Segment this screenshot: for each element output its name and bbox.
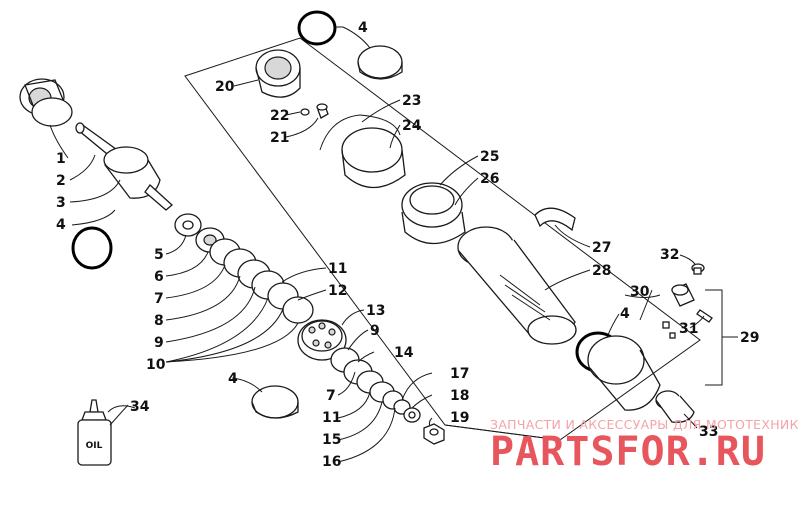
part-31-spring-pin: [696, 309, 713, 323]
watermark-caption: ЗАПЧАСТИ И АКСЕССУАРЫ ДЛЯ МОТОТЕХНИКИ: [490, 417, 800, 432]
callout-18: 18: [450, 388, 469, 404]
part-22-o-ring-small: [300, 108, 310, 116]
callout-14: 14: [394, 345, 414, 361]
callout-4-right: 4: [620, 306, 630, 322]
part-small-seal: [662, 321, 670, 329]
callout-20: 20: [215, 79, 235, 95]
part-23-ring: [319, 114, 401, 151]
callout-4-top: 4: [358, 20, 368, 36]
part-13-piston: [297, 319, 347, 361]
oil-label: OIL: [86, 441, 103, 451]
callout-labels: 1 2 3 4 5 6 7 8 9 10 11 12 13 9 14 7 11 …: [56, 20, 759, 470]
part-4-seal-lower: [251, 385, 299, 419]
part-19-nut: [423, 423, 445, 445]
callout-29: 29: [740, 330, 759, 346]
part-3-shaft-eye-body: [103, 146, 173, 211]
part-26-lock-ring: [401, 211, 466, 245]
part-4-ring-top: [357, 45, 403, 80]
part-21-valve-core: [316, 103, 329, 119]
callout-21: 21: [270, 130, 289, 146]
callout-32: 32: [660, 247, 679, 263]
callout-31: 31: [679, 321, 698, 337]
part-25-spring-collar: [401, 182, 463, 228]
shim-stack-lower: [330, 347, 421, 423]
callout-8: 8: [154, 313, 164, 329]
assembly-boundary-edge: [444, 424, 561, 441]
callout-17: 17: [450, 366, 469, 382]
callout-30: 30: [630, 284, 650, 300]
callout-15: 15: [322, 432, 341, 448]
part-body-lower-eye: [587, 335, 661, 411]
callout-26: 26: [480, 171, 499, 187]
callout-27: 27: [592, 240, 611, 256]
callout-13: 13: [366, 303, 385, 319]
callout-16: 16: [322, 454, 341, 470]
callout-11-lower: 11: [322, 410, 341, 426]
part-4-o-ring-left: [71, 226, 113, 270]
callout-10: 10: [146, 357, 166, 373]
watermark: ЗАПЧАСТИ И АКСЕССУАРЫ ДЛЯ МОТОТЕХНИКИ PA…: [490, 417, 800, 475]
part-27-clip: [534, 207, 576, 232]
callout-7-upper: 7: [154, 291, 164, 307]
callout-19: 19: [450, 410, 469, 426]
part-32-screw: [691, 263, 705, 275]
callout-9-upper: 9: [154, 335, 164, 351]
callout-6: 6: [154, 269, 164, 285]
part-28-damper-body: [457, 226, 577, 345]
callout-4-lower-seal: 4: [228, 371, 238, 387]
callout-2: 2: [56, 173, 66, 189]
callout-4-left: 4: [56, 217, 66, 233]
callout-1: 1: [56, 151, 66, 167]
part-small-ball: [669, 332, 676, 339]
part-30-valve: [671, 283, 695, 307]
part-20-reservoir-cap: [255, 49, 301, 98]
callout-5: 5: [154, 247, 164, 263]
callout-34: 34: [130, 399, 150, 415]
leader-lines: [49, 26, 738, 463]
callout-7-lower: 7: [326, 388, 336, 404]
part-34-oil-bottle: OIL: [77, 399, 112, 466]
assembly-boundary: [184, 37, 701, 441]
shim-stack-left: [174, 213, 314, 324]
part-2-damper-shaft: [75, 122, 122, 159]
callout-25: 25: [480, 149, 499, 165]
part-24-bearing-sleeve: [341, 127, 406, 188]
part-4-o-ring-top: [297, 10, 337, 46]
callout-11-upper: 11: [328, 261, 347, 277]
callout-22: 22: [270, 108, 289, 124]
callout-33: 33: [699, 424, 718, 440]
part-1-eyelet-bushing: [19, 78, 73, 127]
callout-12: 12: [328, 283, 347, 299]
callout-3: 3: [56, 195, 66, 211]
bracket-29: [705, 289, 723, 386]
watermark-brand: PARTSFOR.RU: [490, 429, 766, 475]
callout-23: 23: [402, 93, 421, 109]
part-33-lower-bushing: [655, 390, 695, 423]
callout-24: 24: [402, 118, 422, 134]
callout-9-lower: 9: [370, 323, 380, 339]
callout-28: 28: [592, 263, 611, 279]
